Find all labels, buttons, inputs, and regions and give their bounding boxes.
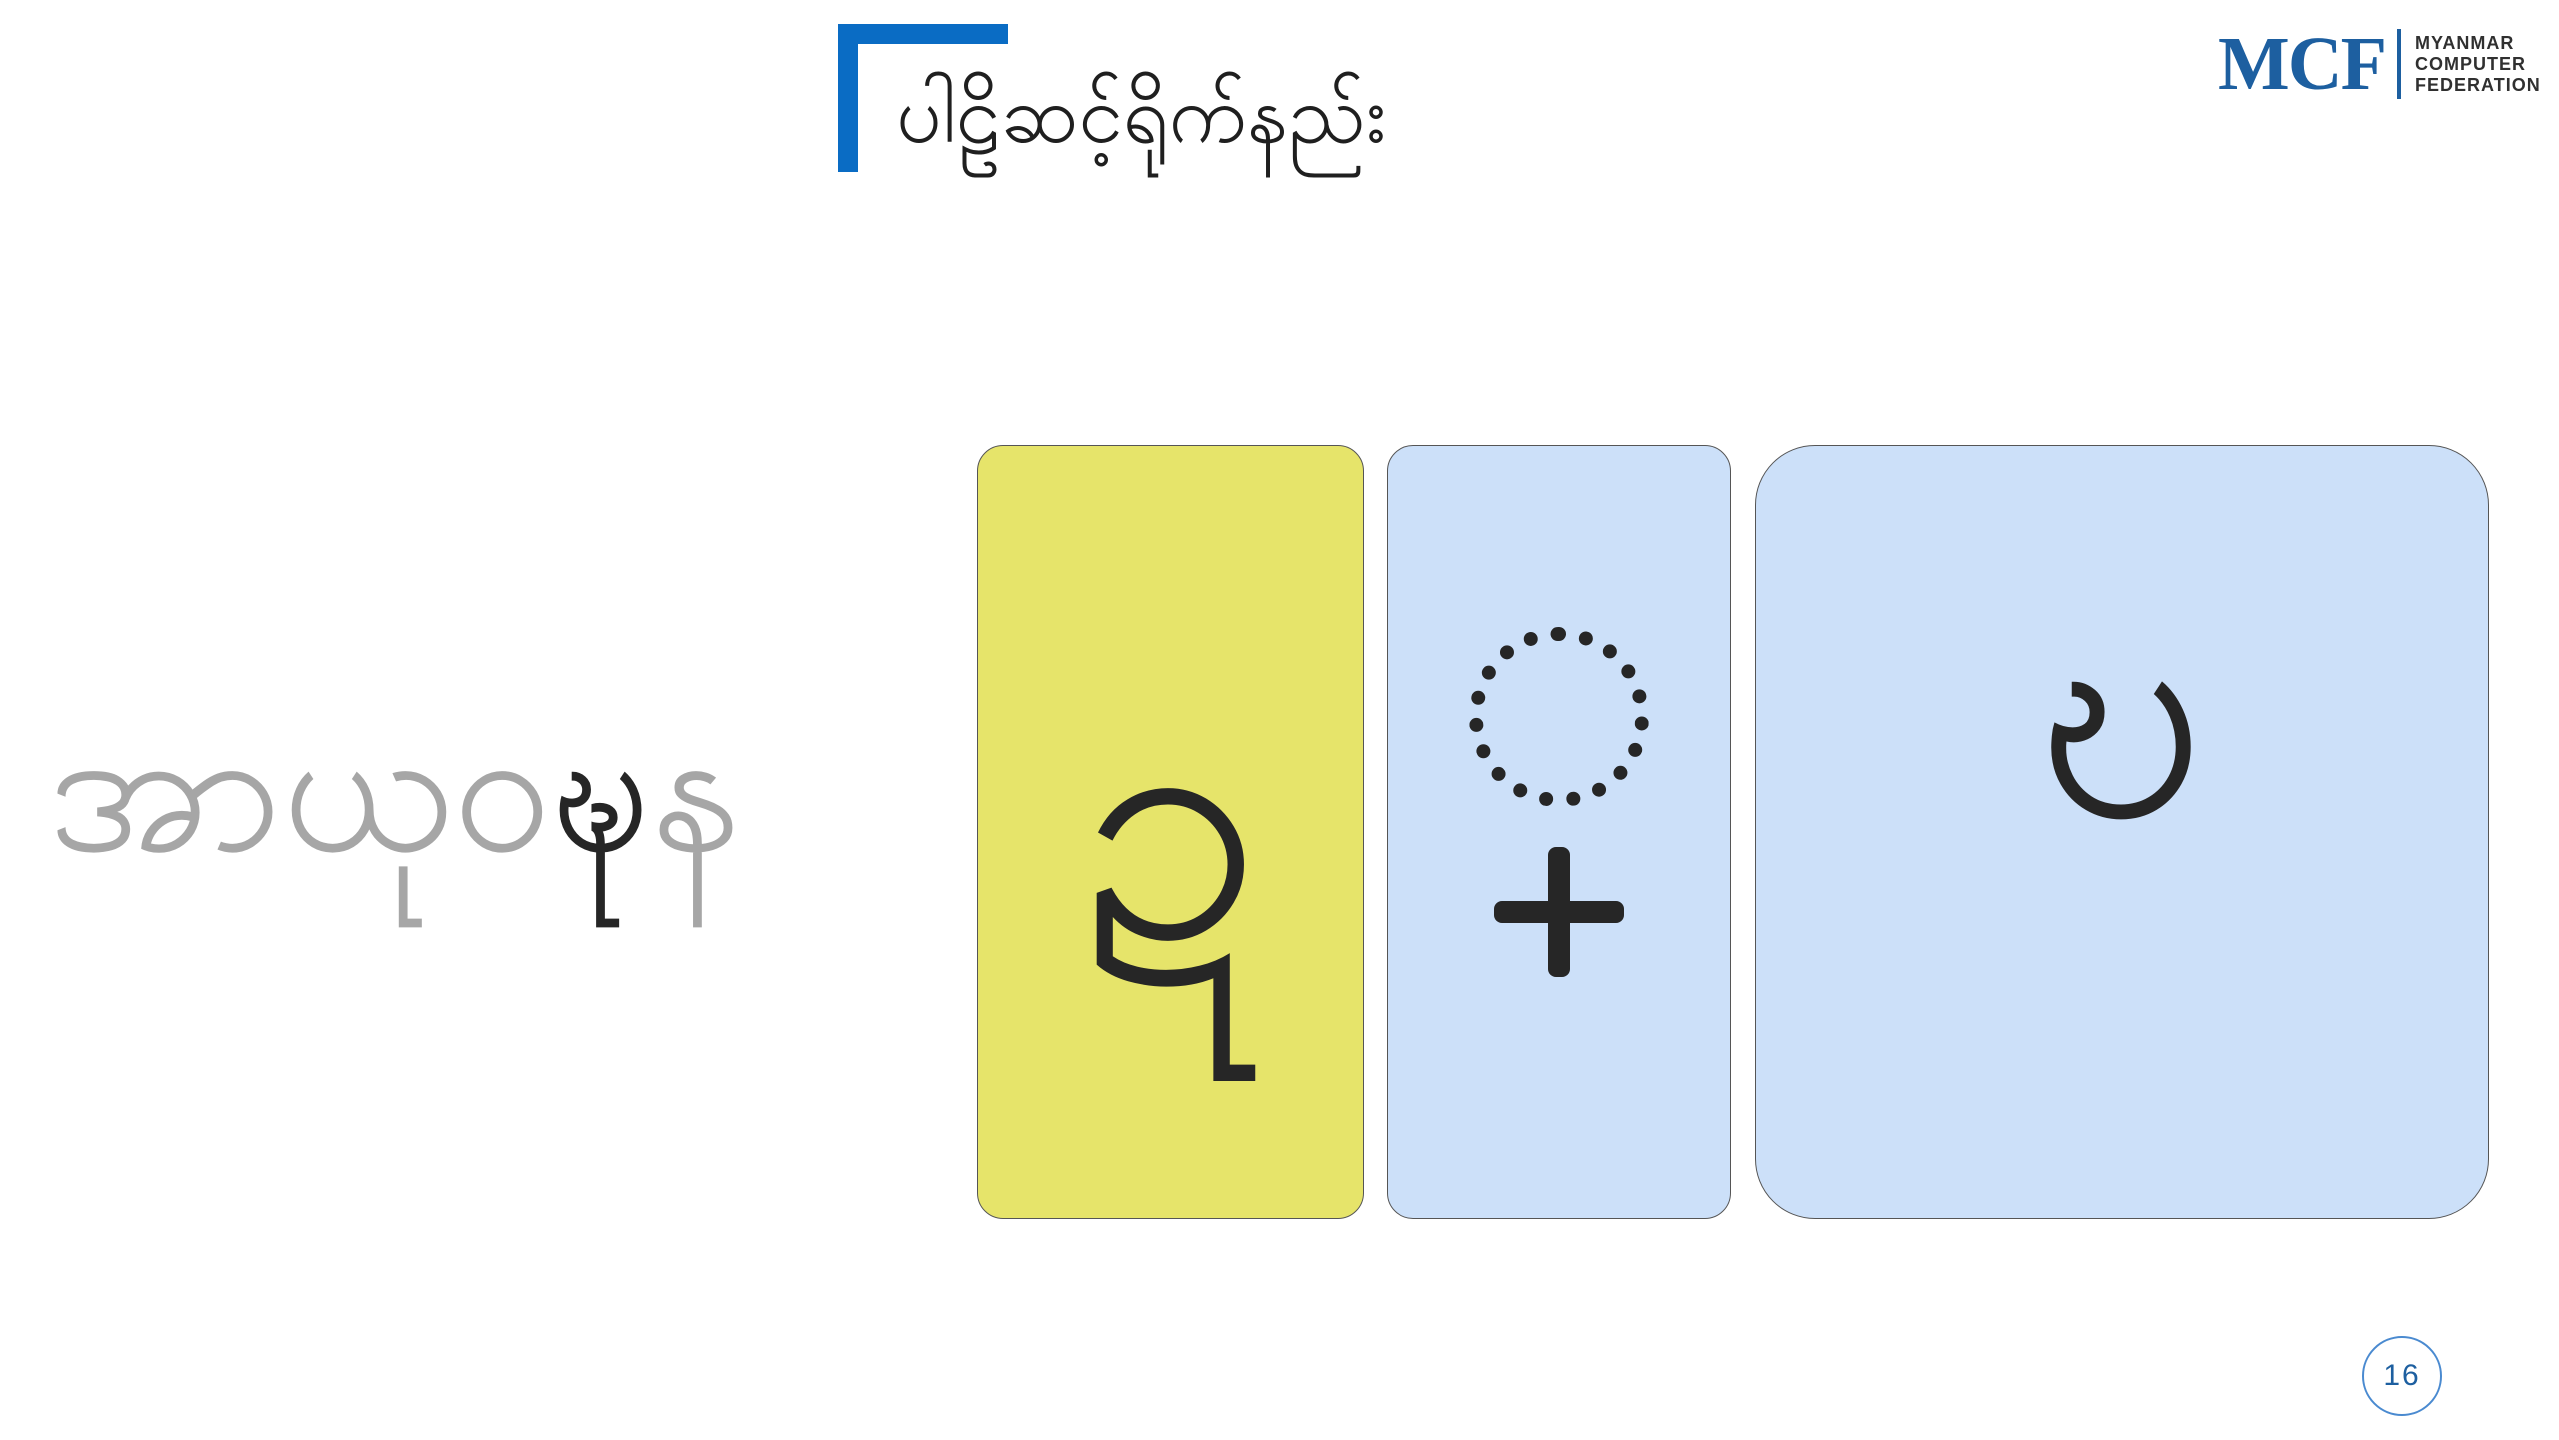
word-part-highlight: ဍ္ဎ: [551, 687, 651, 892]
panel-second-consonant: ဎ: [1755, 445, 2489, 1219]
logo-text: MYANMAR COMPUTER FEDERATION: [2415, 33, 2541, 96]
stack-key-symbol: [1469, 627, 1649, 977]
word-part-before: အာယုဝ: [48, 687, 552, 892]
title-bracket-decoration: [838, 24, 1008, 172]
logo-line-1: MYANMAR: [2415, 32, 2515, 53]
slide-title: ပါဠိဆင့်ရိုက်နည်း: [896, 68, 1386, 161]
logo-divider: [2397, 29, 2402, 99]
panel-first-consonant: ဍ: [977, 445, 1364, 1219]
dotted-circle-icon: [1469, 627, 1649, 807]
plus-icon: [1494, 847, 1624, 977]
word-part-after: န: [650, 687, 742, 892]
first-consonant-glyph: ဍ: [1078, 630, 1263, 1014]
page-number: 16: [2362, 1336, 2442, 1416]
second-consonant-glyph: ဎ: [2037, 537, 2207, 886]
panel-stack-key: [1387, 445, 1731, 1219]
logo-line-3: FEDERATION: [2415, 74, 2541, 95]
logo-line-2: COMPUTER: [2415, 53, 2527, 74]
logo-mark: MCF: [2218, 22, 2387, 106]
example-word: အာယုဝဍ္ဎန: [48, 640, 742, 940]
mcf-logo: MCF MYANMAR COMPUTER FEDERATION: [2218, 24, 2548, 104]
